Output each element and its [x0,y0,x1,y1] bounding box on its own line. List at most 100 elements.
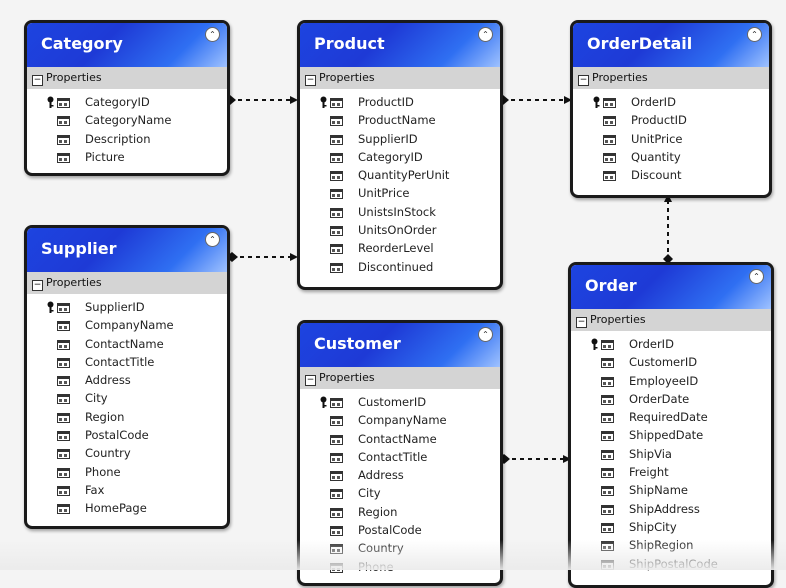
rel-product-orderdetail [497,95,572,105]
collapse-chevrons-icon[interactable]: ⌃ [205,232,220,247]
field-icon [330,471,343,482]
field-icon [601,468,614,479]
property-row[interactable]: City [300,484,500,502]
property-row[interactable]: PostalCode [27,426,227,444]
property-row[interactable]: Country [27,444,227,462]
collapse-chevrons-icon[interactable]: ⌃ [478,27,493,42]
property-row[interactable]: SupplierID [300,130,500,148]
field-icon [330,526,343,537]
property-row[interactable]: ProductID [573,111,769,129]
property-row[interactable]: QuantityPerUnit [300,166,500,184]
field-icon [603,152,616,163]
entity-title: Order [585,276,637,295]
property-row[interactable]: Discount [573,166,769,184]
property-row[interactable]: ShipName [571,481,771,499]
entity-supplier[interactable]: Supplier ⌃ −Properties SupplierID Company… [24,225,230,529]
property-row[interactable]: OrderID [573,93,769,111]
properties-section[interactable]: −Properties [573,67,769,89]
property-row[interactable]: City [27,389,227,407]
property-row[interactable]: ContactTitle [27,353,227,371]
minus-box-icon[interactable]: − [578,75,589,86]
property-row[interactable]: Discontinued [300,258,500,276]
property-row[interactable]: ProductID [300,93,500,111]
property-row[interactable]: ContactName [300,430,500,448]
entity-header[interactable]: Order ⌃ [571,265,771,309]
property-name: UnitPrice [631,131,683,146]
section-label: Properties [590,313,646,326]
entity-header[interactable]: Product ⌃ [300,23,500,67]
property-row[interactable]: Description [27,130,227,148]
entity-header[interactable]: Customer ⌃ [300,323,500,367]
property-row[interactable]: EmployeeID [571,372,771,390]
minus-box-icon[interactable]: − [32,280,43,291]
entity-header[interactable]: OrderDetail ⌃ [573,23,769,67]
property-row[interactable]: OrderID [571,335,771,353]
properties-section[interactable]: −Properties [571,309,771,331]
property-row[interactable]: ShipCity [571,518,771,536]
properties-section[interactable]: −Properties [300,367,500,389]
properties-section[interactable]: −Properties [300,67,500,89]
field-icon [57,431,70,442]
property-name: HomePage [85,501,147,516]
property-row[interactable]: RequiredDate [571,408,771,426]
minus-box-icon[interactable]: − [305,375,316,386]
property-row[interactable]: ShippedDate [571,426,771,444]
field-icon [57,412,70,423]
property-row[interactable]: UnitPrice [573,130,769,148]
property-row[interactable]: UnistsInStock [300,203,500,221]
minus-box-icon[interactable]: − [305,75,316,86]
properties-section[interactable]: −Properties [27,67,227,89]
entity-header[interactable]: Category ⌃ [27,23,227,67]
property-row[interactable]: SupplierID [27,298,227,316]
property-name: CompanyName [85,318,174,333]
property-row[interactable]: ReorderLevel [300,239,500,257]
property-row[interactable]: OrderDate [571,390,771,408]
property-row[interactable]: Region [27,408,227,426]
property-row[interactable]: Address [300,466,500,484]
property-row[interactable]: Picture [27,148,227,166]
property-row[interactable]: PostalCode [300,521,500,539]
collapse-chevrons-icon[interactable]: ⌃ [205,27,220,42]
property-row[interactable]: HomePage [27,499,227,517]
property-row[interactable]: ShipVia [571,445,771,463]
property-row[interactable]: Phone [27,463,227,481]
property-name: QuantityPerUnit [358,168,450,183]
property-name: ShippedDate [629,428,704,443]
property-name: OrderID [629,337,674,351]
property-row[interactable]: ProductName [300,111,500,129]
property-row[interactable]: CategoryID [300,148,500,166]
minus-box-icon[interactable]: − [32,75,43,86]
field-icon [330,134,343,145]
properties-section[interactable]: −Properties [27,272,227,294]
property-row[interactable]: ContactTitle [300,448,500,466]
collapse-chevrons-icon[interactable]: ⌃ [749,269,764,284]
minus-box-icon[interactable]: − [576,317,587,328]
property-row[interactable]: ContactName [27,335,227,353]
property-row[interactable]: UnitsOnOrder [300,221,500,239]
property-row[interactable]: Quantity [573,148,769,166]
property-row[interactable]: ShipAddress [571,500,771,518]
collapse-chevrons-icon[interactable]: ⌃ [478,327,493,342]
property-row[interactable]: CategoryName [27,111,227,129]
property-row[interactable]: Fax [27,481,227,499]
property-row[interactable]: Freight [571,463,771,481]
property-row[interactable]: UnitPrice [300,184,500,202]
property-row[interactable]: Address [27,371,227,389]
property-row[interactable]: CustomerID [571,353,771,371]
property-row[interactable]: Region [300,503,500,521]
entity-header[interactable]: Supplier ⌃ [27,228,227,272]
collapse-chevrons-icon[interactable]: ⌃ [747,27,762,42]
entity-title: Customer [314,334,401,353]
property-row[interactable]: CategoryID [27,93,227,111]
field-icon [330,116,343,127]
property-name: Address [358,468,404,483]
property-row[interactable]: CompanyName [300,411,500,429]
property-row[interactable]: CompanyName [27,316,227,334]
property-row[interactable]: CustomerID [300,393,500,411]
